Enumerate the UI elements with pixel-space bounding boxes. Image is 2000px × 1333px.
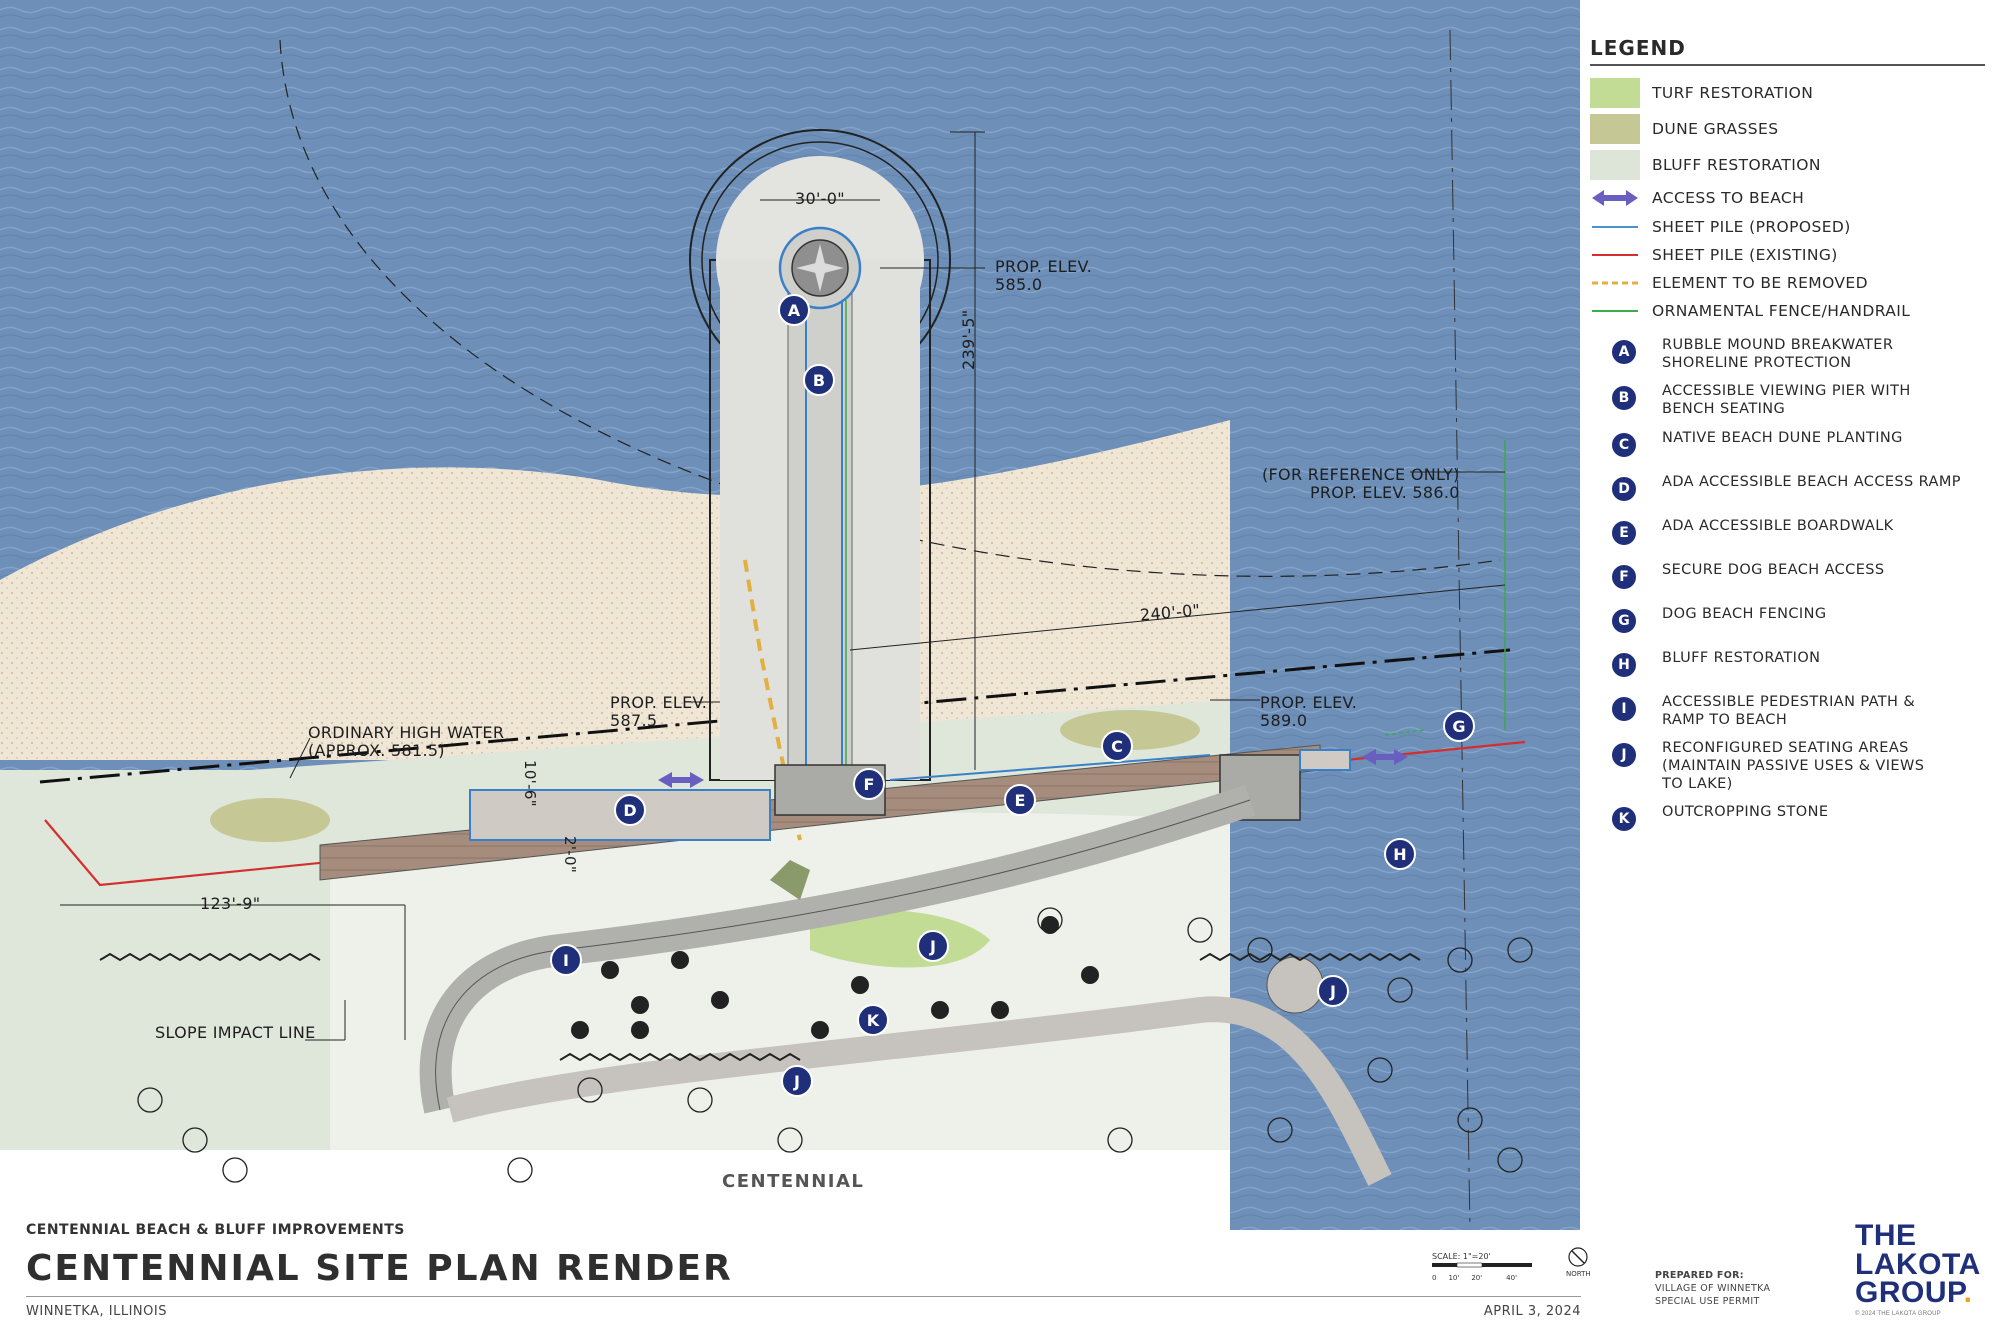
access-arrow-icon: [658, 749, 1408, 788]
slope-impact-label: SLOPE IMPACT LINE: [155, 1023, 316, 1042]
marker-i: I: [550, 944, 582, 976]
north-arrow-icon: [1568, 1247, 1588, 1267]
legend-item-fence: ORNAMENTAL FENCE/HANDRAIL: [1590, 300, 1985, 322]
green-line-icon: [1592, 310, 1638, 312]
legend-item-sheet-pile-proposed: SHEET PILE (PROPOSED): [1590, 216, 1985, 238]
dune-grass-patch: [1060, 710, 1200, 750]
dim-pier-length: 239'-5": [959, 309, 978, 370]
marker-k: K: [857, 1004, 889, 1036]
dim-setback: 123'-9": [200, 894, 261, 913]
dim-circle-width: 30'-0": [795, 189, 845, 208]
dim-path-width: 2'-0": [561, 836, 579, 874]
marker-j: J: [1317, 975, 1349, 1007]
marker-c: C: [1101, 730, 1133, 762]
swatch-turf: [1590, 78, 1640, 108]
slope-impact-line: [99, 952, 321, 962]
shrub-icon: [571, 916, 1099, 1039]
street-label: CENTENNIAL: [722, 1171, 865, 1192]
east-landing: [1219, 754, 1301, 821]
elev-pier-end-label: PROP. ELEV.585.0: [995, 257, 1093, 295]
site-plan-drawing: [0, 0, 1580, 1230]
marker-j: J: [917, 930, 949, 962]
dune-grass-patch: [210, 798, 330, 842]
scale-bar-icon: [1432, 1262, 1532, 1268]
swatch-bluff: [1590, 150, 1640, 180]
scale-bar: SCALE: 1"=20' 0 10' 20' 40': [1432, 1252, 1562, 1282]
tree-icon: [137, 907, 1533, 1183]
marker-b: B: [803, 364, 835, 396]
marker-h: H: [1384, 838, 1416, 870]
marker-g: G: [1443, 710, 1475, 742]
project-name: CENTENNIAL BEACH & BLUFF IMPROVEMENTS: [26, 1222, 405, 1238]
legend-item-bluff: BLUFF RESTORATION: [1590, 150, 1985, 180]
legend-item-dune: DUNE GRASSES: [1590, 114, 1985, 144]
lower-walkway: [446, 996, 1392, 1186]
red-line-icon: [1592, 254, 1638, 256]
beach-sand: [0, 420, 1230, 760]
reference-elev-label: (FOR REFERENCE ONLY)PROP. ELEV. 586.0: [1262, 465, 1460, 503]
legend-panel: LEGEND TURF RESTORATION DUNE GRASSES BLU…: [1590, 36, 1985, 847]
legend-item-turf: TURF RESTORATION: [1590, 78, 1985, 108]
north-arrow: NORTH: [1566, 1246, 1591, 1278]
marker-f: F: [853, 768, 885, 800]
drawing-date: APRIL 3, 2024: [1483, 1304, 1581, 1319]
lakota-group-logo: THE LAKOTA GROUP. © 2024 THE LAKOTA GROU…: [1855, 1219, 1981, 1317]
legend-title: LEGEND: [1590, 36, 1985, 66]
ordinary-high-water-line: [39, 648, 1511, 784]
title-divider: [26, 1296, 1581, 1297]
legend-item-sheet-pile-existing: SHEET PILE (EXISTING): [1590, 244, 1985, 266]
dashed-line-icon: [1592, 281, 1638, 285]
marker-d: D: [614, 794, 646, 826]
marker-j: J: [781, 1065, 813, 1097]
viewing-pier: [689, 129, 985, 781]
elev-right-label: PROP. ELEV.589.0: [1260, 693, 1358, 731]
double-arrow-icon: [1592, 190, 1638, 206]
legend-item-access: ACCESS TO BEACH: [1590, 186, 1985, 210]
marker-a: A: [778, 294, 810, 326]
prepared-for: PREPARED FOR: VILLAGE OF WINNETKA SPECIA…: [1655, 1270, 1771, 1307]
element-to-be-removed: [743, 559, 802, 841]
location: WINNETKA, ILLINOIS: [26, 1304, 167, 1319]
blue-line-icon: [1592, 226, 1638, 228]
drawing-title: CENTENNIAL SITE PLAN RENDER: [26, 1248, 733, 1289]
ordinary-high-water-label: ORDINARY HIGH WATER(APPROX. 581.5): [308, 723, 505, 761]
marker-e: E: [1004, 784, 1036, 816]
elev-left-label: PROP. ELEV.587.5: [610, 693, 708, 731]
legend-item-remove: ELEMENT TO BE REMOVED: [1590, 272, 1985, 294]
title-block: CENTENNIAL BEACH & BLUFF IMPROVEMENTS CE…: [26, 1222, 1591, 1322]
dim-ramp-width: 10'-6": [521, 760, 539, 807]
swatch-dune: [1590, 114, 1640, 144]
